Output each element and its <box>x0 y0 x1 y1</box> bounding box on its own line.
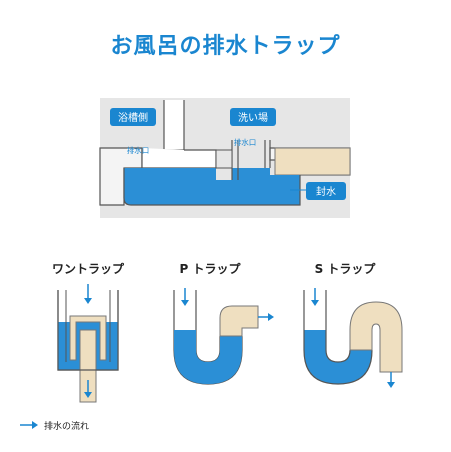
outlet-pipe <box>274 147 351 176</box>
p-trap <box>173 288 274 385</box>
s-trap <box>303 288 403 388</box>
bathroom-cross-section: 浴槽側 洗い場 排水口 排水口 封水 <box>99 98 351 218</box>
water-seal-label: 封水 <box>316 185 336 198</box>
bath-side-label: 浴槽側 <box>118 111 148 124</box>
legend: 排水の流れ <box>20 420 89 432</box>
one-trap-title: ワントラップ <box>52 261 125 276</box>
drain-outlet-label-right: 排水口 <box>234 137 257 147</box>
bath-side-badge <box>110 108 156 126</box>
page-title: お風呂の排水トラップ <box>110 34 341 59</box>
water-seal-badge <box>306 182 346 200</box>
p-trap-title: P トラップ <box>180 261 242 276</box>
one-trap <box>57 284 119 403</box>
drain-outlet-label: 排水口 <box>127 145 150 155</box>
s-trap-title: S トラップ <box>315 261 377 276</box>
wash-area-label: 洗い場 <box>238 111 268 124</box>
wash-area-badge <box>230 108 276 126</box>
water-seal-area <box>124 168 300 205</box>
bathtub-wall <box>163 100 185 151</box>
flow-legend-label: 排水の流れ <box>44 420 89 432</box>
